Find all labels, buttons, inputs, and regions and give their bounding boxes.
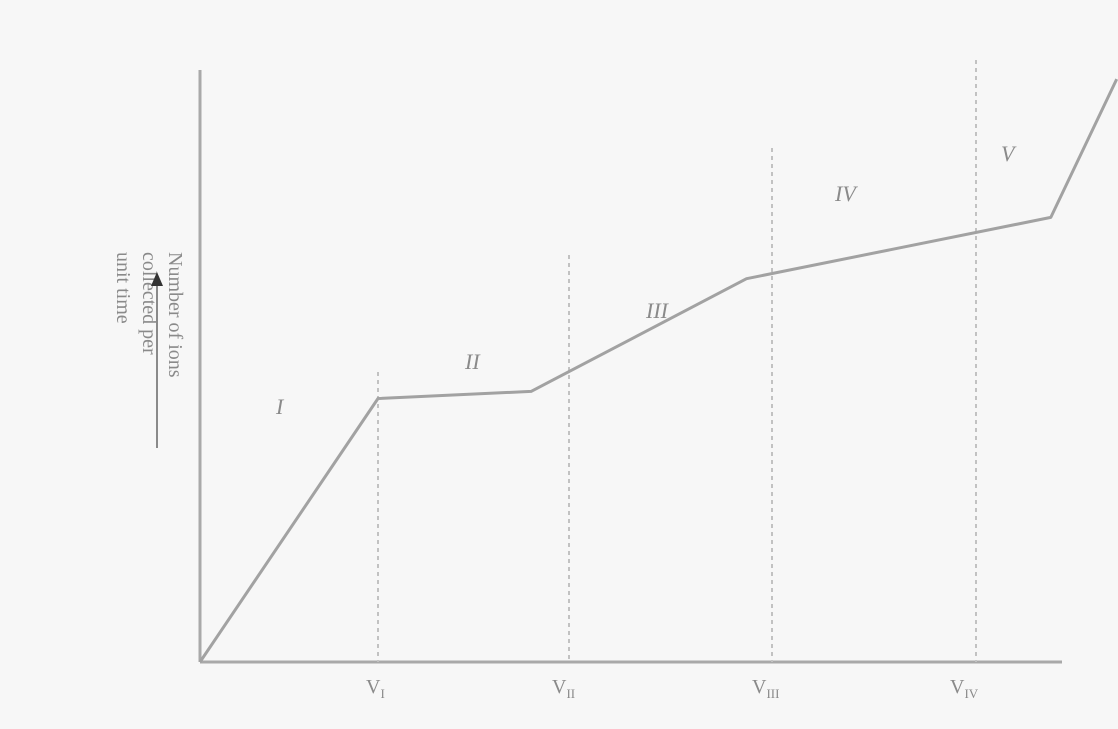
region-label-v: V — [1001, 141, 1015, 166]
y-axis-arrow — [151, 272, 163, 448]
region-label-ii: II — [465, 349, 480, 374]
threshold-label-v1: VI — [366, 676, 385, 701]
threshold-label-v2: VII — [552, 676, 576, 701]
ion-collection-curve — [198, 78, 1118, 663]
threshold-label-v3: VIII — [752, 676, 780, 701]
region-label-i: I — [276, 394, 284, 419]
threshold-label-v4: VIV — [950, 676, 979, 701]
y-axis-label-line-3: unit time — [112, 252, 134, 324]
region-label-iv: IV — [835, 181, 856, 206]
region-label-iii: III — [646, 298, 668, 323]
